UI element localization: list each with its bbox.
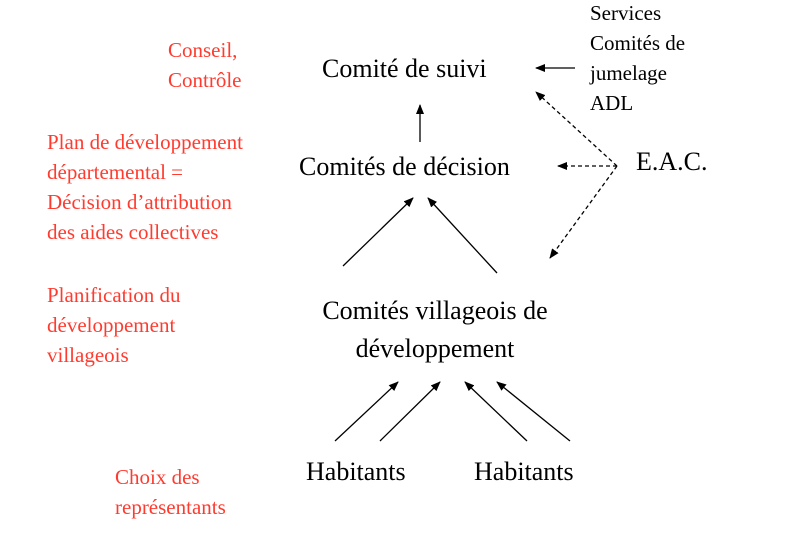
note-control: Conseil, Contrôle — [168, 35, 242, 95]
node-village-committees: Comités villageois de développement — [303, 292, 567, 368]
node-line: jumelage — [590, 61, 667, 85]
note-line: Contrôle — [168, 68, 242, 92]
node-inhabitants-1: Habitants — [306, 457, 406, 486]
note-line: villageois — [47, 343, 129, 367]
node-line: ADL — [590, 91, 634, 115]
arrow-village-to-decision-right — [427, 197, 498, 274]
note-line: départemental = — [47, 160, 184, 184]
dashed-arrow-eac-to-monitoring — [535, 91, 618, 167]
node-line: Comités de — [590, 31, 686, 55]
arrow-habitants-to-village-4 — [496, 381, 571, 442]
node-decision-committees: Comités de décision — [299, 152, 510, 181]
note-line: Décision d’attribution — [47, 190, 232, 214]
note-planning: Planification du développement villageoi… — [47, 280, 181, 370]
arrow-habitants-to-village-1 — [334, 381, 399, 442]
note-choice: Choix des représentants — [115, 462, 226, 522]
node-eac: E.A.C. — [636, 147, 708, 176]
arrow-habitants-to-village-3 — [464, 381, 528, 442]
node-line: Services — [590, 1, 662, 25]
arrow-habitants-to-village-2 — [379, 381, 441, 442]
note-plan: Plan de développement départemental = Dé… — [47, 127, 243, 247]
note-line: des aides collectives — [47, 220, 219, 244]
dashed-arrow-eac-to-village — [549, 165, 618, 259]
node-services: Services Comités de jumelage ADL — [590, 0, 685, 118]
node-inhabitants-2: Habitants — [474, 457, 574, 486]
note-line: Plan de développement — [47, 130, 243, 154]
note-line: Planification du — [47, 283, 181, 307]
note-line: représentants — [115, 495, 226, 519]
note-line: développement — [47, 313, 176, 337]
node-line: Comités villageois de — [322, 296, 548, 325]
node-line: développement — [355, 334, 515, 363]
note-line: Conseil, — [168, 38, 238, 62]
node-monitoring-committee: Comité de suivi — [322, 54, 487, 83]
arrow-village-to-decision-left — [342, 197, 414, 267]
note-line: Choix des — [115, 465, 200, 489]
